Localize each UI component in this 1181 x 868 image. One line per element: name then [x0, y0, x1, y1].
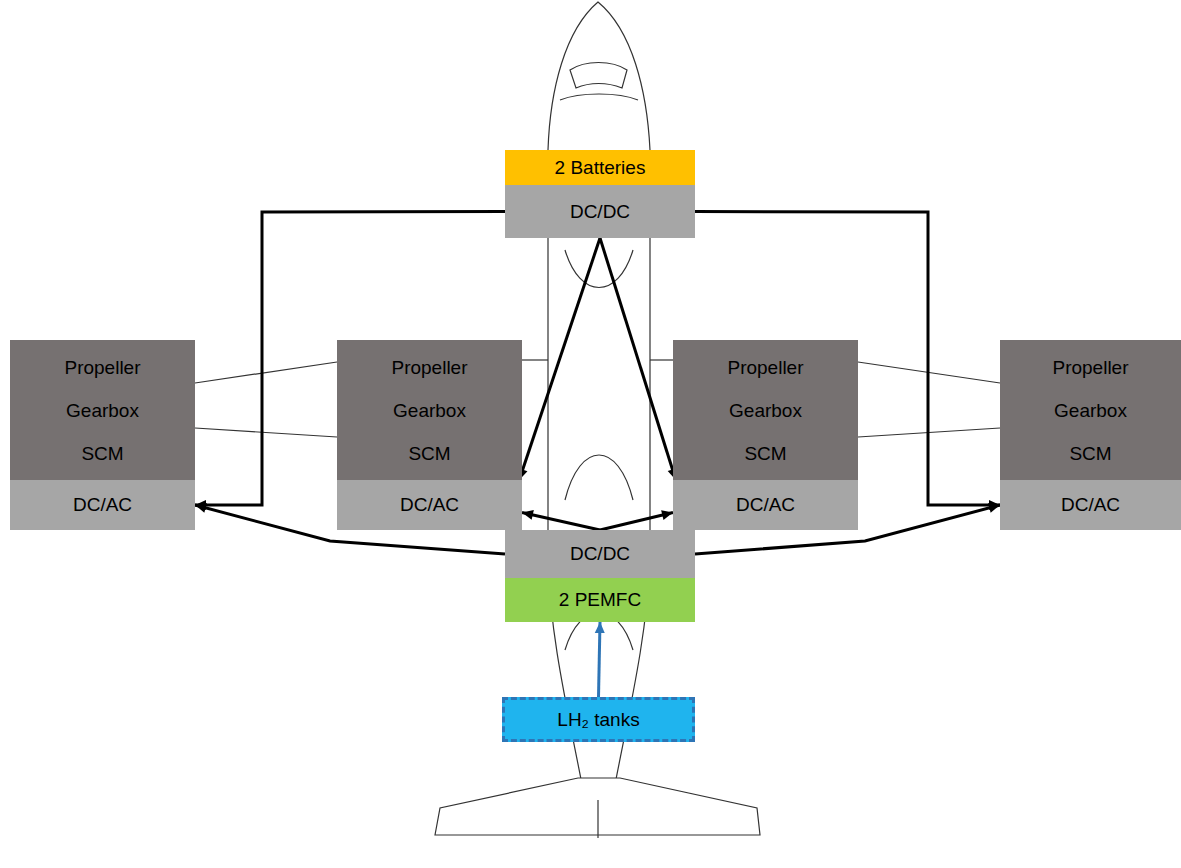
- power-connector: [522, 510, 600, 530]
- box-label: Propeller: [727, 346, 803, 389]
- box-label: DC/AC: [73, 494, 132, 516]
- box-label: Gearbox: [1054, 389, 1127, 432]
- box-label: DC/DC: [570, 201, 630, 223]
- box-label: SCM: [1069, 432, 1111, 475]
- propulsion-unit-box: PropellerGearboxSCM: [10, 340, 195, 480]
- converter-box: DC/DC: [505, 530, 695, 578]
- box-label: DC/AC: [736, 494, 795, 516]
- box-label: LH₂ tanks: [557, 709, 639, 731]
- battery-box: 2 Batteries: [505, 150, 695, 185]
- hydrogen-tank-box: LH₂ tanks: [502, 697, 695, 742]
- box-label: DC/AC: [1061, 494, 1120, 516]
- converter-box: DC/DC: [505, 185, 695, 238]
- propulsion-unit-box: PropellerGearboxSCM: [673, 340, 858, 480]
- inverter-box: DC/AC: [1000, 480, 1181, 530]
- box-label: 2 PEMFC: [559, 589, 641, 611]
- box-label: Propeller: [391, 346, 467, 389]
- box-label: Gearbox: [393, 389, 466, 432]
- inverter-box: DC/AC: [337, 480, 522, 530]
- box-label: 2 Batteries: [555, 157, 646, 179]
- box-label: SCM: [81, 432, 123, 475]
- box-label: Gearbox: [729, 389, 802, 432]
- power-connector: [595, 622, 605, 697]
- box-label: DC/AC: [400, 494, 459, 516]
- inverter-box: DC/AC: [673, 480, 858, 530]
- power-connector: [600, 238, 677, 480]
- box-label: Gearbox: [66, 389, 139, 432]
- power-connector: [600, 510, 673, 530]
- box-label: Propeller: [64, 346, 140, 389]
- box-label: SCM: [744, 432, 786, 475]
- inverter-box: DC/AC: [10, 480, 195, 530]
- propulsion-unit-box: PropellerGearboxSCM: [337, 340, 522, 480]
- power-connector: [518, 238, 600, 480]
- propulsion-unit-box: PropellerGearboxSCM: [1000, 340, 1181, 480]
- box-label: Propeller: [1052, 346, 1128, 389]
- fuel-cell-box: 2 PEMFC: [505, 578, 695, 622]
- box-label: SCM: [408, 432, 450, 475]
- box-label: DC/DC: [570, 543, 630, 565]
